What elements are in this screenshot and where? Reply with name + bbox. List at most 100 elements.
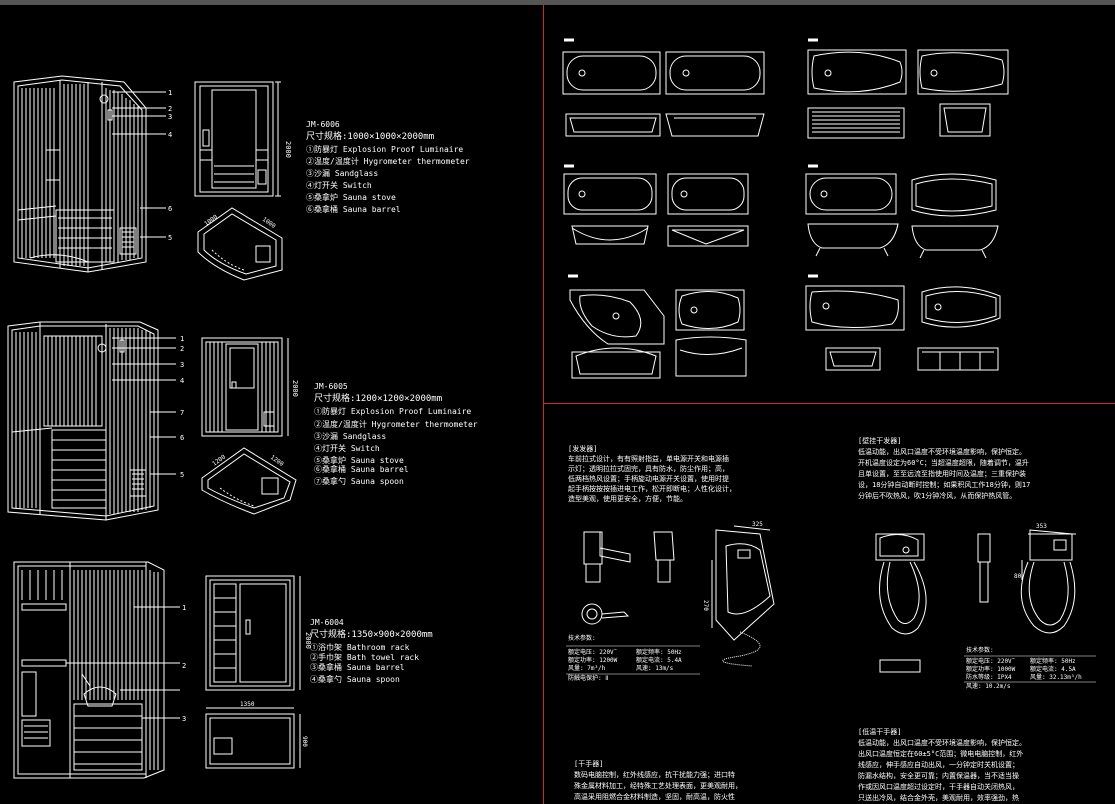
dim-label: 1350 [240, 701, 255, 708]
dryer-panel-2-text: [壁挂干发器] 低温动能，出风口温度不受环境温度影响，保护恒定。 开机温度设定为… [858, 436, 1030, 500]
dryer-panel-1-specs: 技术参数: 额定电压: 220V˜ 额定频率: 50Hz 额定功率: 1200W… [568, 634, 682, 682]
parts-item: ③沙漏 Sandglass [314, 431, 386, 441]
tech-item: 风量: 7m³/h [568, 665, 606, 672]
parts-item: ④桑拿勺 Sauna spoon [310, 674, 400, 684]
callout-label: 6 [168, 205, 172, 213]
panel-desc: 殊金属材料加工，经特殊工艺处理表面，更美观耐用， [574, 781, 742, 790]
sauna-jm6005-spec: JM-6005 尺寸规格:1200×1200×2000mm ①防暴灯 Explo… [314, 382, 478, 486]
bathtub-group-3 [563, 164, 749, 247]
parts-item: ⑦桑拿勺 Sauna spoon [314, 476, 404, 486]
panel-desc: 分钟后不吹热风，吹1分钟冷风，从而保护热风管。 [858, 491, 1016, 500]
dim-label: 2000 [284, 141, 292, 158]
panel-desc: 数码电脑控制，红外线感应，抗干扰能力强；进口特 [574, 770, 735, 779]
parts-item: ③桑拿桶 Sauna barrel [310, 662, 405, 672]
bathtub-group-4 [805, 164, 999, 259]
panel-desc: 造型美观，使用更安全，方便，节能。 [568, 494, 687, 503]
dim-label: 1000 [261, 216, 277, 230]
dryer-panel-1-spec-table [566, 645, 700, 675]
bathtub-group-1 [562, 38, 765, 137]
panel-desc: 低两档热风设置；手柄旋动电源开关设置，使用时提 [568, 474, 729, 483]
dim-label: 1200 [269, 454, 285, 468]
callout-label: 1 [168, 89, 172, 97]
tech-item: 额定电压: 220V˜ [966, 657, 1015, 665]
panel-desc: 只送出冷风，结合金外壳，美观耐用，效率强劲，热 [858, 793, 1019, 802]
panel-desc: 低温动能，出风口温度不受环境温度影响，保护恒定。 [858, 738, 1026, 747]
panel-desc: 设，18分钟自动断时控制；如果积风工作18分钟，则17 [858, 480, 1030, 489]
tech-item: 额定电流: 4.5A [1030, 665, 1076, 673]
parts-item: ①防暴灯 Explosion Proof Luminaire [306, 144, 463, 154]
dryer-panel-2-spec-table [964, 655, 1096, 683]
parts-item: ⑤桑拿炉 Sauna stove [314, 455, 404, 465]
dim-label: 270 [702, 600, 709, 611]
sauna-jm6005-elevation [7, 321, 176, 521]
tech-item: 额定功率: 1200W [568, 656, 618, 664]
spec-size: 尺寸规格:1200×1200×2000mm [314, 392, 442, 404]
callout-label: 2 [182, 662, 186, 670]
dryer-panel-1-text: [发发器] 车前拉式设计，有有照射指益，单电源开关和电源插 示灯；透明拉拉式固完… [568, 444, 736, 503]
callout-label: 1 [180, 335, 184, 343]
dim-label: 80 [1014, 573, 1022, 580]
callout-label: 4 [168, 131, 172, 139]
sauna-jm6006-spec: JM-6006 尺寸规格:1000×1000×2000mm ①防暴灯 Explo… [306, 120, 470, 214]
hair-dryer-wall-mount [581, 525, 775, 667]
tech-item: 风量: 32.13m³/h [1030, 674, 1082, 681]
sauna-jm6006-plan [197, 207, 283, 281]
sauna-jm6006-callouts: 1 2 3 4 6 5 [168, 89, 172, 242]
sauna-jm6005-front [201, 337, 289, 437]
parts-item: ②手巾架 Bath towel rack [310, 652, 419, 662]
panel-desc: 低温动能，出风口温度不受环境温度影响，保护恒定。 [858, 447, 1026, 456]
tech-item: 防水等级: IPX4 [966, 673, 1012, 681]
model-name: JM-6006 [306, 120, 340, 129]
sauna-jm6004-callouts: 1 2 3 [182, 604, 186, 723]
dryer-panel-3-text: [干手器] 数码电脑控制，红外线感应，抗干扰能力强；进口特 殊金属材料加工，经特… [574, 759, 742, 801]
dryer-panel-4-text: [低温干手器] 低温动能，出风口温度不受环境温度影响，保护恒定。 出风口温度恒定… [858, 727, 1026, 802]
sauna-jm6004-spec: JM-6004 尺寸规格:1350×900×2000mm ①浴巾架 Bathro… [310, 618, 433, 684]
callout-label: 4 [180, 377, 184, 385]
parts-item: ②温度/温度计 Hygrometer thermometer [314, 419, 478, 429]
dim-label: 900 [301, 736, 308, 747]
tech-item: 额定电流: 5.4A [636, 656, 682, 664]
tech-item: 额定电压: 220V˜ [568, 648, 617, 656]
panel-title: [低温干手器] [858, 727, 901, 736]
hand-dryer-wall [875, 529, 1076, 673]
panel-title: [干手器] [574, 759, 603, 768]
callout-label: 2 [180, 345, 184, 353]
dim-label: 353 [1036, 523, 1047, 530]
callout-label: 5 [180, 471, 184, 479]
panel-desc: 作或因风口温度超过设定时，干手器自动关闭热风， [858, 782, 1019, 791]
sheet-divider-horizontal [543, 403, 1115, 404]
parts-item: ④灯开关 Switch [314, 443, 380, 453]
panel-title: [发发器] [568, 444, 597, 453]
model-name: JM-6004 [310, 618, 344, 627]
sauna-jm6004-elevation [13, 561, 180, 779]
parts-item: ③沙漏 Sandglass [306, 168, 378, 178]
parts-item: ①防暴灯 Explosion Proof Luminaire [314, 406, 471, 416]
sauna-jm6006-elevation [13, 75, 166, 273]
tech-title: 技术参数: [966, 646, 994, 654]
panel-desc: 车前拉式设计，有有照射指益，单电源开关和电源插 [568, 454, 729, 463]
callout-label: 5 [168, 234, 172, 242]
callout-label: 2 [168, 105, 172, 113]
dim-label: 1000 [203, 213, 219, 227]
parts-item: ②温度/温度计 Hygrometer thermometer [306, 156, 470, 166]
bathtub-group-2 [807, 38, 1009, 139]
parts-item: ④灯开关 Switch [306, 180, 372, 190]
toolbar-strip [0, 0, 1115, 5]
panel-desc: 高温采用阻燃合金材料制造，坚固，耐高温，防火性 [574, 792, 735, 801]
panel-title: [壁挂干发器] [858, 436, 901, 445]
sauna-jm6005-callouts: 1 2 3 4 7 6 5 [180, 335, 184, 479]
panel-desc: 防漏水结构，安全更可靠；内置保温器，当不适当操 [858, 771, 1019, 780]
sauna-jm6004-front [205, 575, 301, 691]
tech-item: 防触电保护: Ⅱ [568, 674, 608, 682]
bathtub-group-6 [805, 274, 1001, 371]
panel-desc: 出风口温度恒定在60±5°C范围；微电电脑控制，红外 [858, 749, 1023, 758]
sheet-divider-vertical [543, 5, 544, 804]
sauna-jm6004-plan [205, 707, 301, 769]
tech-item: 风速: 13m/s [636, 665, 674, 672]
tech-item: 额定功率: 1000W [966, 665, 1016, 673]
panel-desc: 且单设置，至至远流至指使用时间及温度；三重保护装 [858, 469, 1026, 478]
callout-label: 3 [182, 715, 186, 723]
dryer-panel-2-specs: 技术参数: 额定电压: 220V˜ 额定频率: 50Hz 额定功率: 1000W… [966, 646, 1082, 690]
tech-item: 额定频率: 50Hz [1030, 657, 1076, 665]
